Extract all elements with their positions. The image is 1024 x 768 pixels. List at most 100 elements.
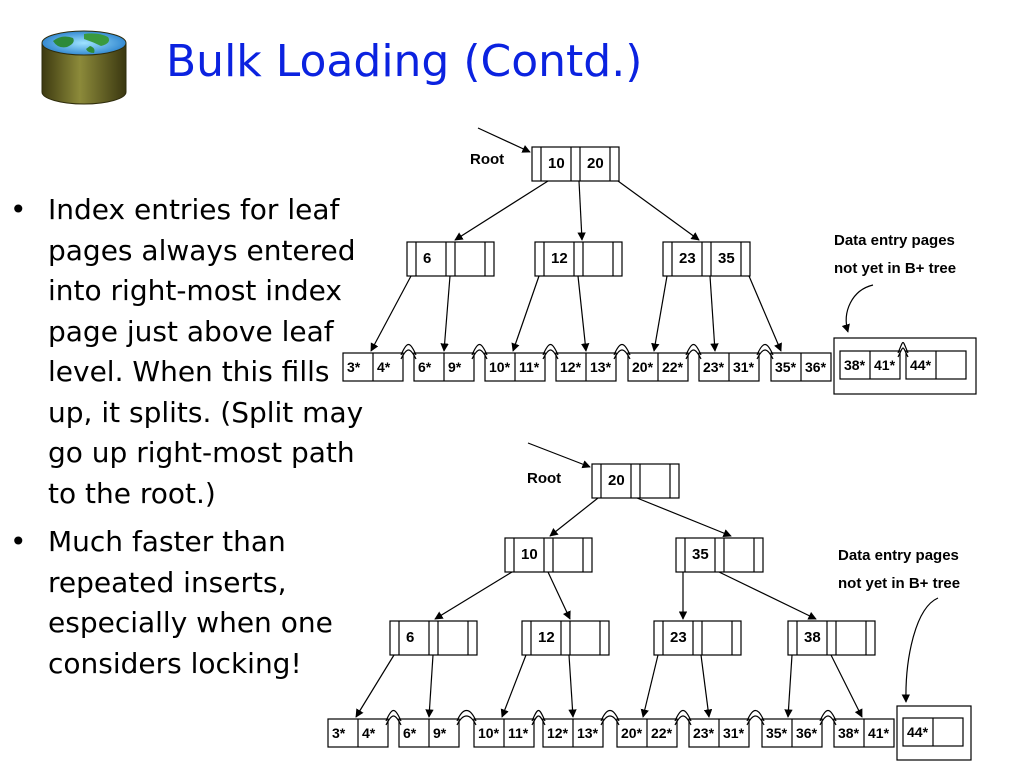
tree-pointer [700,654,713,718]
sibling-link [746,715,765,726]
leaf-page-entry: 12* [547,725,569,741]
index-node-key: 23 [679,250,696,267]
sibling-link [685,343,702,356]
pending-page-entry: 44* [910,357,932,373]
tree-pointer [511,275,540,352]
sibling-link [600,715,620,726]
leaf-page-entry: 22* [662,359,684,375]
bullet-symbol: • [10,193,27,226]
root-node-key: 10 [548,155,565,172]
sibling-link [897,347,909,358]
leaf-page-entry: 35* [766,725,788,741]
leaf-page-entry: 41* [868,725,890,741]
leaf-page-entry: 23* [693,725,715,741]
leaf-page-entry: 36* [805,359,827,375]
index-node-key: 38 [804,629,821,646]
note-text-line: not yet in B+ tree [834,260,956,277]
pending-page-entry: 44* [907,724,929,740]
index-node [662,241,751,277]
leaf-page-entry: 3* [347,359,361,375]
tree-pointer [830,654,863,718]
sibling-link [674,709,692,722]
sibling-link [613,343,631,356]
index-node-key: 10 [521,546,538,563]
sibling-link [819,715,837,726]
tree-pointer [425,654,434,718]
tree-pointer [577,275,590,352]
slide-title: Bulk Loading (Contd.) [166,36,643,87]
tree-pointer [748,275,782,352]
index-node-key: 6 [406,629,414,646]
leaf-page-entry: 3* [332,725,346,741]
leaf-page-entry: 9* [448,359,462,375]
tree-pointer [640,654,659,718]
index-node [787,620,876,656]
index-node-key: 6 [423,250,431,267]
leaf-page-entry: 6* [403,725,417,741]
index-node [406,241,495,277]
root-pointer-arrow [527,442,591,469]
index-node-key: 35 [718,250,735,267]
bullet-text: Much faster than repeated inserts, espec… [48,525,333,680]
bullet-item: • Much faster than repeated inserts, espe… [10,522,370,684]
sibling-link [756,343,774,356]
bullet-symbol: • [10,525,27,558]
leaf-page-entry: 13* [590,359,612,375]
root-node-key: 20 [587,155,604,172]
root-label: Root [527,470,561,487]
note-text-line: Data entry pages [834,232,955,249]
sibling-link [400,349,417,360]
sibling-link [746,709,765,722]
sibling-link [471,343,488,356]
tree-pointer [500,654,527,718]
tree-pointer [568,654,577,718]
pending-page-entry: 41* [874,357,896,373]
sibling-link [897,341,909,354]
sibling-link [542,343,559,356]
index-node-key: 23 [670,629,687,646]
index-node [389,620,478,656]
leaf-page-entry: 20* [621,725,643,741]
root-pointer-arrow [477,127,531,153]
sibling-link [756,349,774,360]
tree-pointer [617,180,700,241]
tree-pointer [718,571,817,620]
sibling-link [685,349,702,360]
tree-pointer [434,571,513,620]
leaf-page-entry: 31* [733,359,755,375]
sibling-link [819,709,837,722]
bullet-item: •Index entries for leaf pages always ent… [10,190,370,514]
root-node [591,463,680,499]
tree-pointer [440,275,451,352]
tree-pointer [577,180,586,241]
leaf-page-entry: 4* [377,359,391,375]
index-node [653,620,742,656]
sibling-link [471,349,488,360]
index-node-key: 12 [538,629,555,646]
index-node [504,537,593,573]
note-text-line: not yet in B+ tree [838,575,960,592]
leaf-page-entry: 36* [796,725,818,741]
sibling-link [674,715,692,726]
index-node [675,537,764,573]
leaf-page-entry: 11* [519,359,540,375]
sibling-link [385,715,402,726]
sibling-link [456,715,477,726]
note-pointer-arrow [901,597,939,703]
tree-pointer [547,571,571,620]
tree-pointer [355,654,395,718]
leaf-page-entry: 38* [838,725,860,741]
leaf-page-entry: 23* [703,359,725,375]
note-pointer-arrow [841,284,874,333]
index-node [534,241,623,277]
sibling-link [600,709,620,722]
tree-pointer [709,275,719,352]
sibling-link [542,349,559,360]
pending-page-entry: 38* [844,357,866,373]
index-node-key: 12 [551,250,568,267]
leaf-page-entry: 4* [362,725,376,741]
sibling-link [385,709,402,722]
tree-pointer [651,275,668,352]
leaf-page-entry: 9* [433,725,447,741]
